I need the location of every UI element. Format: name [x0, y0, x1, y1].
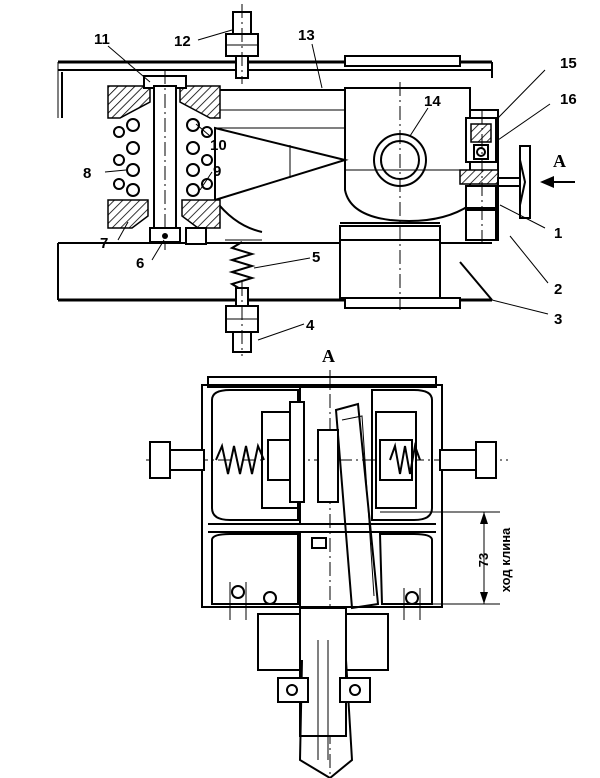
bottom-bolt: [225, 282, 259, 356]
callout-12: 12: [174, 33, 191, 50]
lower-beam: [57, 222, 493, 309]
callout-5: 5: [312, 249, 320, 266]
callout-11: 11: [94, 31, 110, 48]
callout-8: 8: [83, 165, 91, 182]
leader-lines: [104, 29, 551, 341]
callout-13: 13: [298, 27, 315, 44]
callout-16: 16: [560, 91, 577, 108]
callout-9: 9: [213, 163, 221, 180]
wedge: [214, 126, 349, 233]
dimension-caption: ход клина: [498, 527, 513, 592]
wedge-travel-dimension: 73 ход клина: [380, 511, 513, 605]
callout-labels: 11 12 13 15 16 14 10 8 9 7 6 5 1 2 3 4: [83, 27, 577, 334]
side-section-view: A: [57, 4, 577, 356]
top-bolt: [225, 4, 259, 84]
view-arrow: A: [540, 151, 575, 188]
callout-14: 14: [424, 93, 441, 110]
callout-2: 2: [554, 281, 562, 298]
lower-spring: [225, 239, 262, 291]
lock-bracket: [459, 109, 499, 244]
callout-4: 4: [306, 317, 315, 334]
dimension-value: 73: [476, 553, 491, 567]
handle: [497, 145, 531, 219]
spring-assembly: [107, 70, 221, 250]
front-view-a: A: [146, 346, 513, 778]
callout-1: 1: [554, 225, 562, 242]
view-arrow-label: A: [553, 151, 566, 171]
callout-3: 3: [554, 311, 562, 328]
callout-15: 15: [560, 55, 577, 72]
callout-7: 7: [100, 235, 108, 252]
section-label: A: [322, 346, 335, 366]
callout-10: 10: [210, 137, 227, 154]
callout-6: 6: [136, 255, 144, 272]
housing-block: [344, 82, 471, 310]
upper-beam: [57, 55, 493, 118]
